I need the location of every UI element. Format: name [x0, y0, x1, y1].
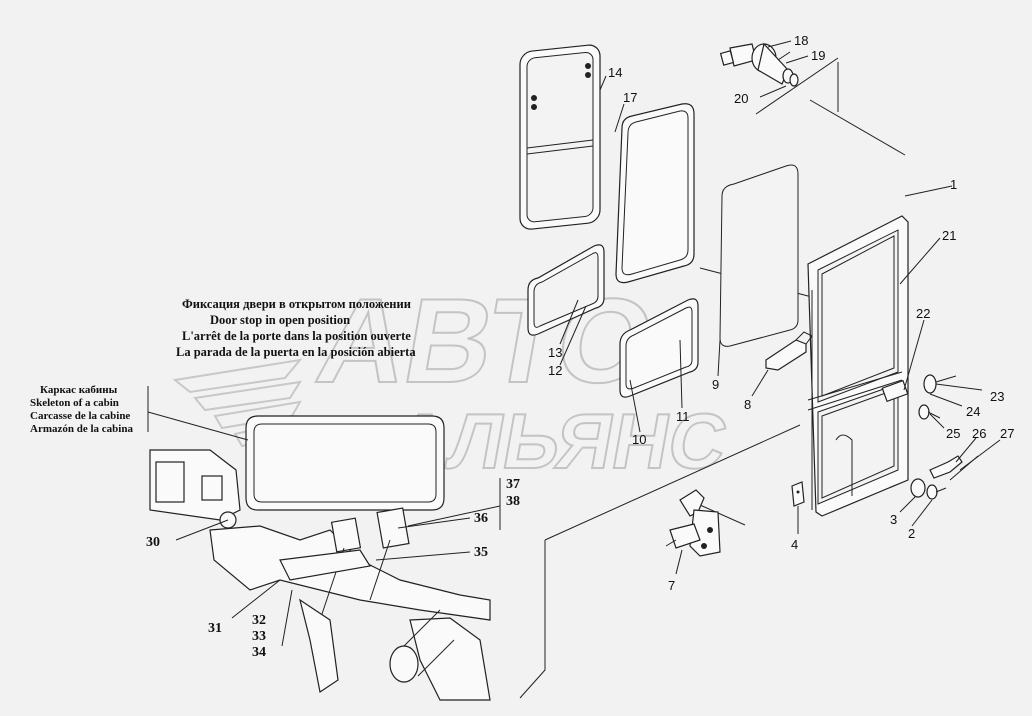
callout-19: 19 [811, 48, 825, 63]
skeleton-caption-fr: Carcasse de la cabine [30, 410, 130, 422]
callout-27: 27 [1000, 426, 1014, 441]
section-view-cabin-skeleton [149, 415, 491, 701]
callout-11: 11 [676, 409, 690, 424]
callout-1: 1 [950, 177, 957, 192]
callout-33: 33 [252, 629, 266, 644]
callout-13: 13 [548, 345, 562, 360]
callout-30: 30 [146, 535, 160, 550]
callout-35: 35 [474, 545, 488, 560]
door-stop-caption-en: Door stop in open position [210, 313, 350, 327]
part-bracket-4 [791, 481, 805, 507]
callout-2: 2 [908, 526, 915, 541]
callout-9: 9 [712, 377, 719, 392]
part-lock-cylinder-18-20 [719, 42, 799, 87]
door-stop-caption-ru: Фиксация двери в открытом положении [182, 297, 411, 311]
skeleton-caption-ru: Каркас кабины [40, 384, 118, 396]
part-seal-17 [615, 103, 695, 284]
part-window-frame-14 [519, 44, 601, 230]
part-latch-hardware-22-27 [881, 374, 979, 500]
callout-leaders [175, 40, 1001, 647]
skeleton-caption-es: Armazón de la cabina [30, 423, 133, 435]
callout-3: 3 [890, 512, 897, 527]
callout-labels: 1 21 22 23 24 25 26 27 3 2 4 7 8 9 10 11… [146, 33, 1014, 660]
callout-24: 24 [966, 404, 980, 419]
callout-23: 23 [990, 389, 1004, 404]
part-lock-mechanism-7 [665, 489, 721, 557]
callout-32: 32 [252, 613, 266, 628]
callout-31: 31 [208, 621, 222, 636]
callout-26: 26 [972, 426, 986, 441]
skeleton-caption-en: Skeleton of a cabin [30, 397, 119, 409]
callout-12: 12 [548, 363, 562, 378]
callout-4: 4 [791, 537, 798, 552]
part-small-glass-12-13 [527, 244, 605, 336]
callout-38: 38 [506, 494, 520, 509]
callout-22: 22 [916, 306, 930, 321]
callout-25: 25 [946, 426, 960, 441]
callout-36: 36 [474, 511, 488, 526]
watermark-line1: АВТО [308, 274, 664, 408]
skeleton-caption: Каркас кабины Skeleton of a cabin Carcas… [30, 384, 249, 441]
door-stop-caption-es: La parada de la puerta en la posición ab… [176, 345, 416, 359]
callout-7: 7 [668, 578, 675, 593]
callout-21: 21 [942, 228, 956, 243]
part-handle-8 [765, 331, 813, 371]
callout-14: 14 [608, 65, 622, 80]
callout-37: 37 [506, 477, 520, 492]
callout-10: 10 [632, 432, 646, 447]
callout-34: 34 [252, 645, 266, 660]
door-stop-caption: Фиксация двери в открытом положении Door… [176, 297, 416, 359]
callout-17: 17 [623, 90, 637, 105]
part-glass-9 [719, 164, 799, 347]
callout-8: 8 [744, 397, 751, 412]
part-door-frame-1-21 [807, 215, 909, 517]
callout-18: 18 [794, 33, 808, 48]
door-stop-caption-fr: L'arrêt de la porte dans la position ouv… [182, 329, 411, 343]
part-small-seal-10-11 [619, 298, 699, 398]
callout-20: 20 [734, 91, 748, 106]
